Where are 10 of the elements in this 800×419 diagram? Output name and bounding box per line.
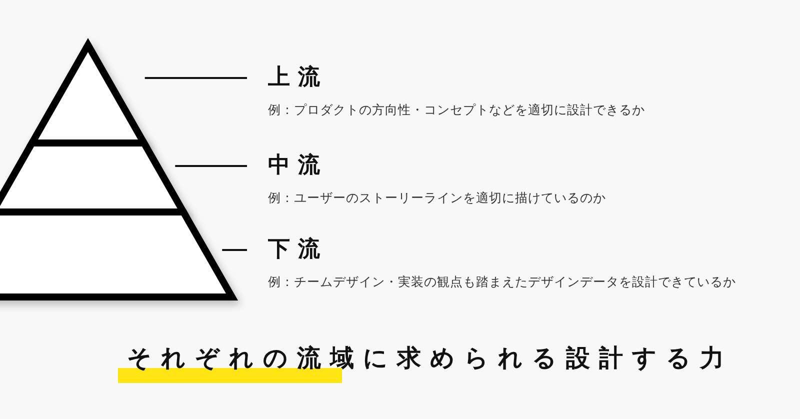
caption: それぞれの流域に求められる設計する力	[127, 343, 733, 374]
stage-heading: 上流	[268, 64, 329, 92]
stage-heading: 下流	[268, 236, 329, 264]
leader-line	[175, 165, 247, 167]
example-text: 例：ユーザーのストーリーラインを適切に描けているのか	[268, 190, 606, 206]
leader-line	[144, 77, 247, 79]
leader-line	[222, 249, 247, 251]
stage-heading: 中流	[268, 152, 329, 180]
example-text: 例：チームデザイン・実装の観点も踏まえたデザインデータを設計できているか	[268, 274, 736, 290]
example-text: 例：プロダクトの方向性・コンセプトなどを適切に設計できるか	[268, 102, 645, 118]
